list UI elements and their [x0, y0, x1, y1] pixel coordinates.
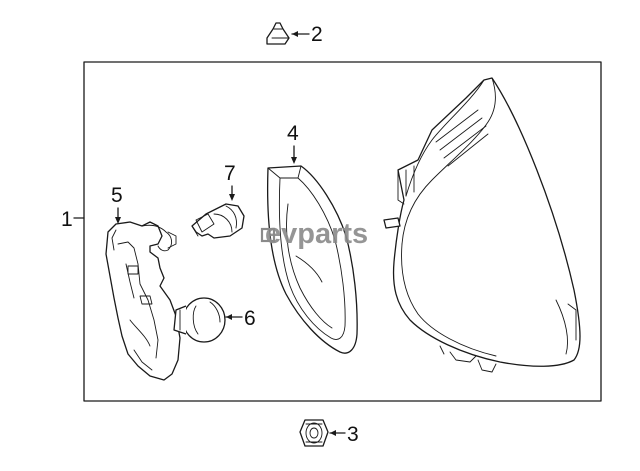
part-7-wedge-bulb	[191, 203, 245, 239]
callout-number-7: 7	[224, 162, 236, 185]
callout-number-6: 6	[244, 307, 256, 330]
callout-5: 5	[111, 184, 123, 224]
callout-number-3: 3	[347, 423, 359, 446]
callout-number-4: 4	[287, 122, 299, 145]
callout-7-arrowhead	[229, 194, 235, 201]
callout-2-arrowhead	[292, 31, 298, 37]
callout-number-5: 5	[111, 184, 123, 207]
watermark-logo-icon	[260, 227, 276, 243]
callout-number-1: 1	[61, 208, 73, 231]
part-2-clip	[266, 22, 290, 45]
watermark-brand-text: evparts	[265, 218, 368, 250]
part-5-socket	[105, 221, 181, 381]
assembly-frame	[83, 61, 602, 402]
callout-6: 6	[225, 307, 256, 330]
part-4-gasket	[267, 165, 358, 354]
callout-3-arrowhead	[330, 430, 336, 436]
lamp-housing	[383, 77, 581, 373]
callout-2: 2	[291, 23, 323, 46]
callout-3: 3	[329, 423, 359, 446]
callout-7: 7	[224, 162, 236, 201]
callout-1: 1	[61, 208, 85, 231]
part-3-nut	[299, 419, 329, 447]
callout-number-2: 2	[311, 23, 323, 46]
part-6-bulb	[173, 297, 226, 343]
callout-5-arrowhead	[115, 217, 121, 224]
callout-4: 4	[287, 122, 299, 164]
callout-4-arrowhead	[291, 157, 297, 164]
callout-6-arrowhead	[226, 314, 232, 320]
watermark: evparts	[260, 218, 368, 250]
